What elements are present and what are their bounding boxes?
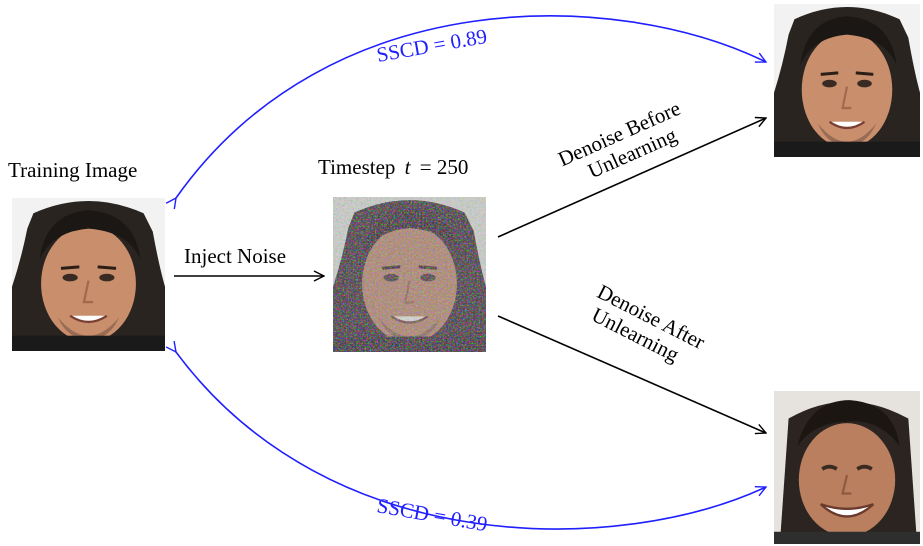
sscd-top-label: SSCD = 0.89	[375, 24, 489, 67]
noisy-image	[333, 197, 486, 352]
training-image	[12, 198, 165, 351]
denoise-before-label: Denoise Before Unlearning	[554, 96, 684, 183]
inject-noise-label: Inject Noise	[184, 244, 286, 268]
after-unlearning-image	[774, 391, 920, 544]
sscd-bottom-label: SSCD = 0.39	[375, 493, 489, 536]
training-image-label: Training Image	[8, 158, 137, 182]
timestep-label: Timestep t = 250	[318, 155, 468, 179]
sscd-bottom-arrow	[176, 352, 766, 530]
before-unlearning-image	[774, 4, 920, 157]
sscd-top-arrow	[176, 15, 766, 198]
denoise-after-label: Denoise After Unlearning	[588, 279, 709, 366]
